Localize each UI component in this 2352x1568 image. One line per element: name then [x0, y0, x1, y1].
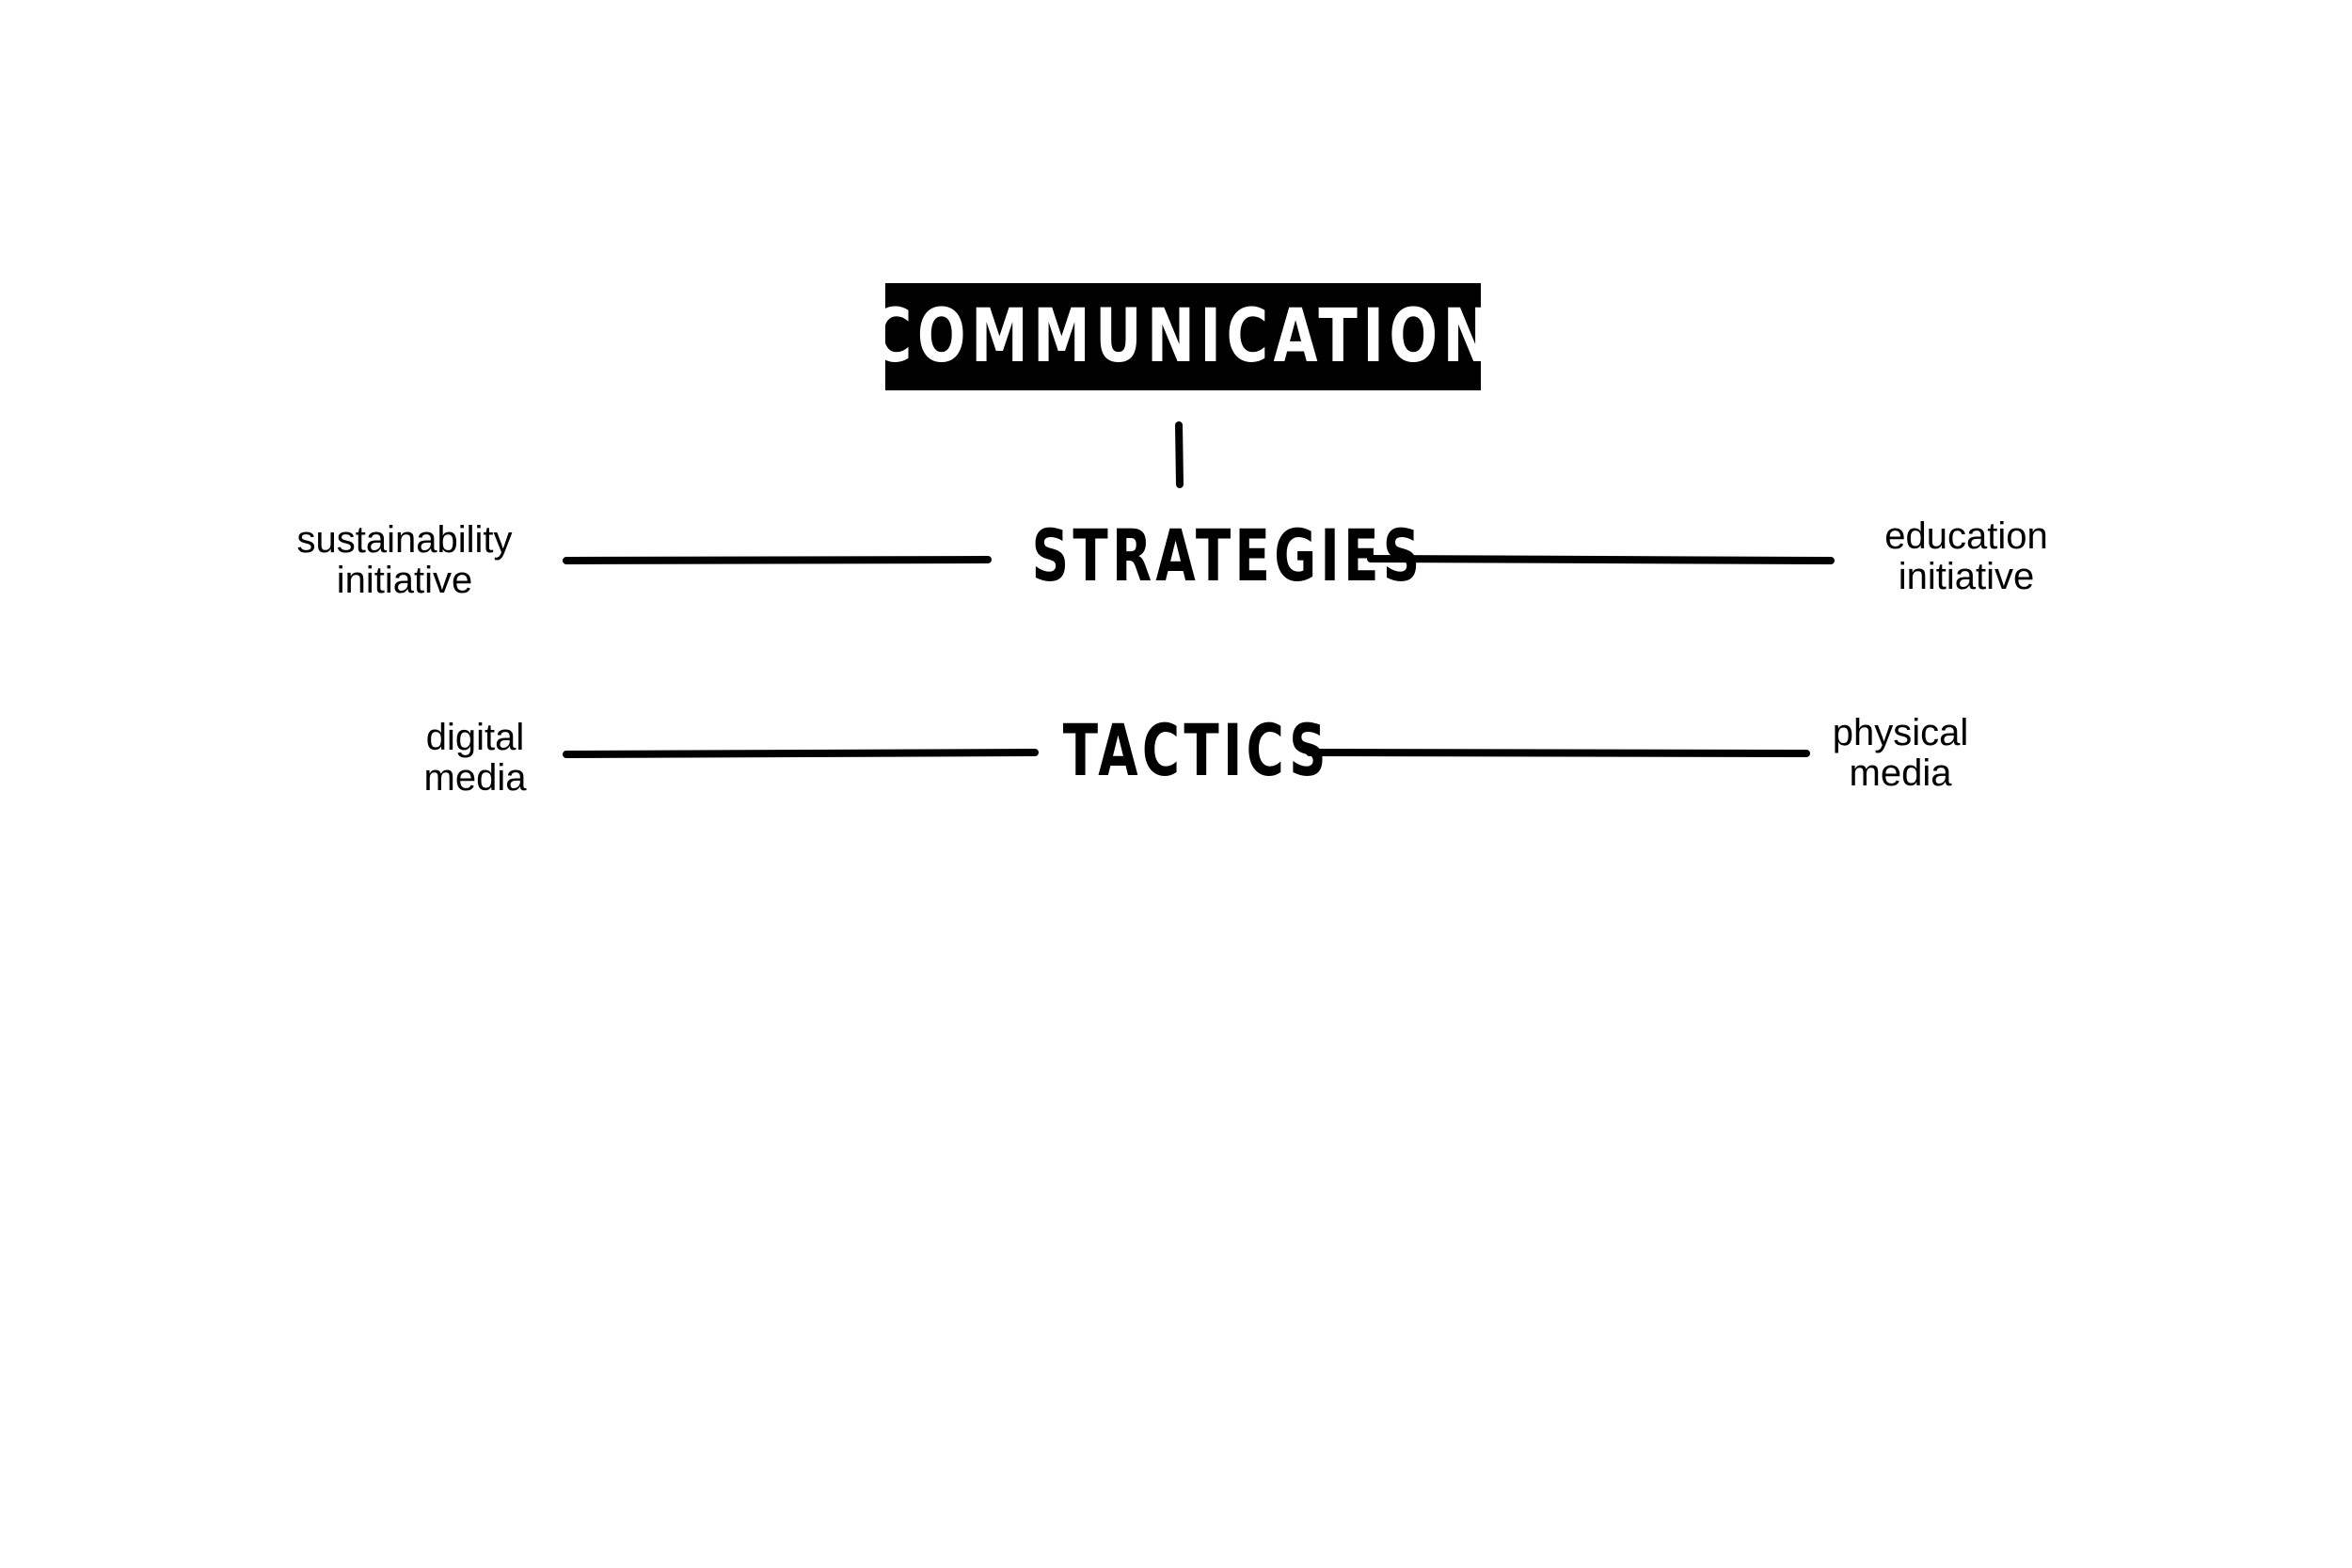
communication-title-box: COMMUNICATION [870, 283, 1491, 390]
strategies-right-connector [1367, 555, 1835, 564]
strategies-left-connector [563, 556, 992, 564]
tactics-right-connector [1306, 749, 1810, 757]
title-to-strategies-connector [1175, 421, 1184, 488]
strategies-label: STRATEGIES [1031, 514, 1424, 597]
tactics-left-connector [563, 749, 1039, 758]
tactics-label: TACTICS [1062, 708, 1330, 792]
communication-title: COMMUNICATION [869, 294, 1497, 379]
